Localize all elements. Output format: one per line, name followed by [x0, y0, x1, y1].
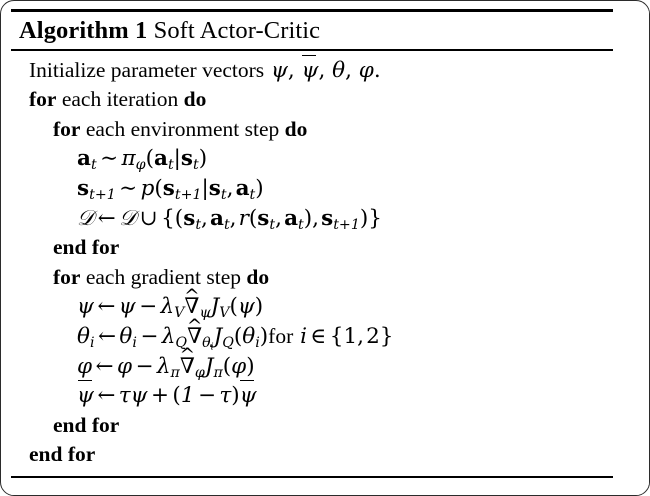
math-replay-buffer: 𝒟←𝒟∪{(st, at, r(st, at), st+1)}: [77, 205, 382, 233]
math-sample-next-state: st+1∼p(st+1|st, at): [77, 175, 264, 203]
math-update-phi: φ←φ−λπ∇φJπ(φ): [77, 354, 255, 380]
keyword-for-grad: for: [53, 264, 81, 289]
initialize-symbols: ψ, ψ, θ, φ.: [264, 54, 381, 83]
algorithm-title-name: Soft Actor-Critic: [153, 17, 321, 44]
line-for-iteration: for each iteration do: [11, 85, 613, 115]
line-update-psi: ψ←ψ−λV∇ψJV(ψ): [11, 292, 613, 322]
math-update-psi-bar: ψ←τψ+(1−τ)ψ: [77, 380, 257, 408]
rule-top-thick: [11, 9, 613, 12]
line-update-theta: θi←θi−λQ∇θiJQ(θi)for i∈{1, 2}: [11, 322, 613, 352]
label-each-3: each: [85, 264, 126, 289]
label-iteration: iteration: [106, 87, 179, 112]
label-each-2: each: [85, 116, 126, 141]
line-end-for-iteration: end for: [11, 440, 613, 470]
rule-under-title-thin: [11, 49, 613, 51]
line-initialize: Initialize parameter vectors ψ, ψ, θ, φ.: [11, 54, 613, 86]
keyword-end-for-grad: end for: [53, 412, 120, 437]
math-update-theta: θi←θi−λQ∇θiJQ(θi): [77, 324, 268, 352]
line-sample-action: at∼πφ(at|st): [11, 144, 613, 174]
rule-bottom-thin: [11, 475, 613, 478]
math-update-psi: ψ←ψ−λV∇ψJV(ψ): [77, 294, 263, 320]
keyword-for: for: [29, 87, 57, 112]
keyword-end-for-iteration: end for: [29, 442, 96, 467]
line-update-phi: φ←φ−λπ∇φJπ(φ): [11, 352, 613, 382]
keyword-do-3: do: [246, 264, 270, 289]
line-for-grad-step: for each gradient step do: [11, 263, 613, 293]
label-each-1: each: [61, 87, 102, 112]
line-end-for-grad: end for: [11, 411, 613, 441]
algorithm-block: Algorithm 1 Soft Actor-Critic Initialize…: [11, 9, 613, 478]
keyword-for-env: for: [53, 116, 81, 141]
math-i-in-set: i∈{1, 2}: [300, 323, 394, 349]
keyword-end-for-env: end for: [53, 235, 120, 260]
label-for-i: for: [268, 323, 294, 348]
algorithm-title: Algorithm 1 Soft Actor-Critic: [11, 12, 613, 49]
line-update-psi-bar: ψ←τψ+(1−τ)ψ: [11, 380, 613, 411]
label-environment-step: environment step: [130, 116, 280, 141]
line-end-for-env: end for: [11, 233, 613, 263]
algorithm-body: Initialize parameter vectors ψ, ψ, θ, φ.…: [11, 51, 613, 476]
algorithm-title-keyword: Algorithm 1: [19, 17, 148, 44]
line-sample-next-state: st+1∼p(st+1|st, at): [11, 174, 613, 204]
math-sample-action: at∼πφ(at|st): [77, 146, 208, 174]
keyword-do-2: do: [284, 116, 308, 141]
keyword-do-1: do: [183, 87, 207, 112]
initialize-label: Initialize parameter vectors: [29, 57, 265, 82]
line-for-env-step: for each environment step do: [11, 115, 613, 145]
line-replay-buffer: 𝒟←𝒟∪{(st, at, r(st, at), st+1)}: [11, 204, 613, 234]
